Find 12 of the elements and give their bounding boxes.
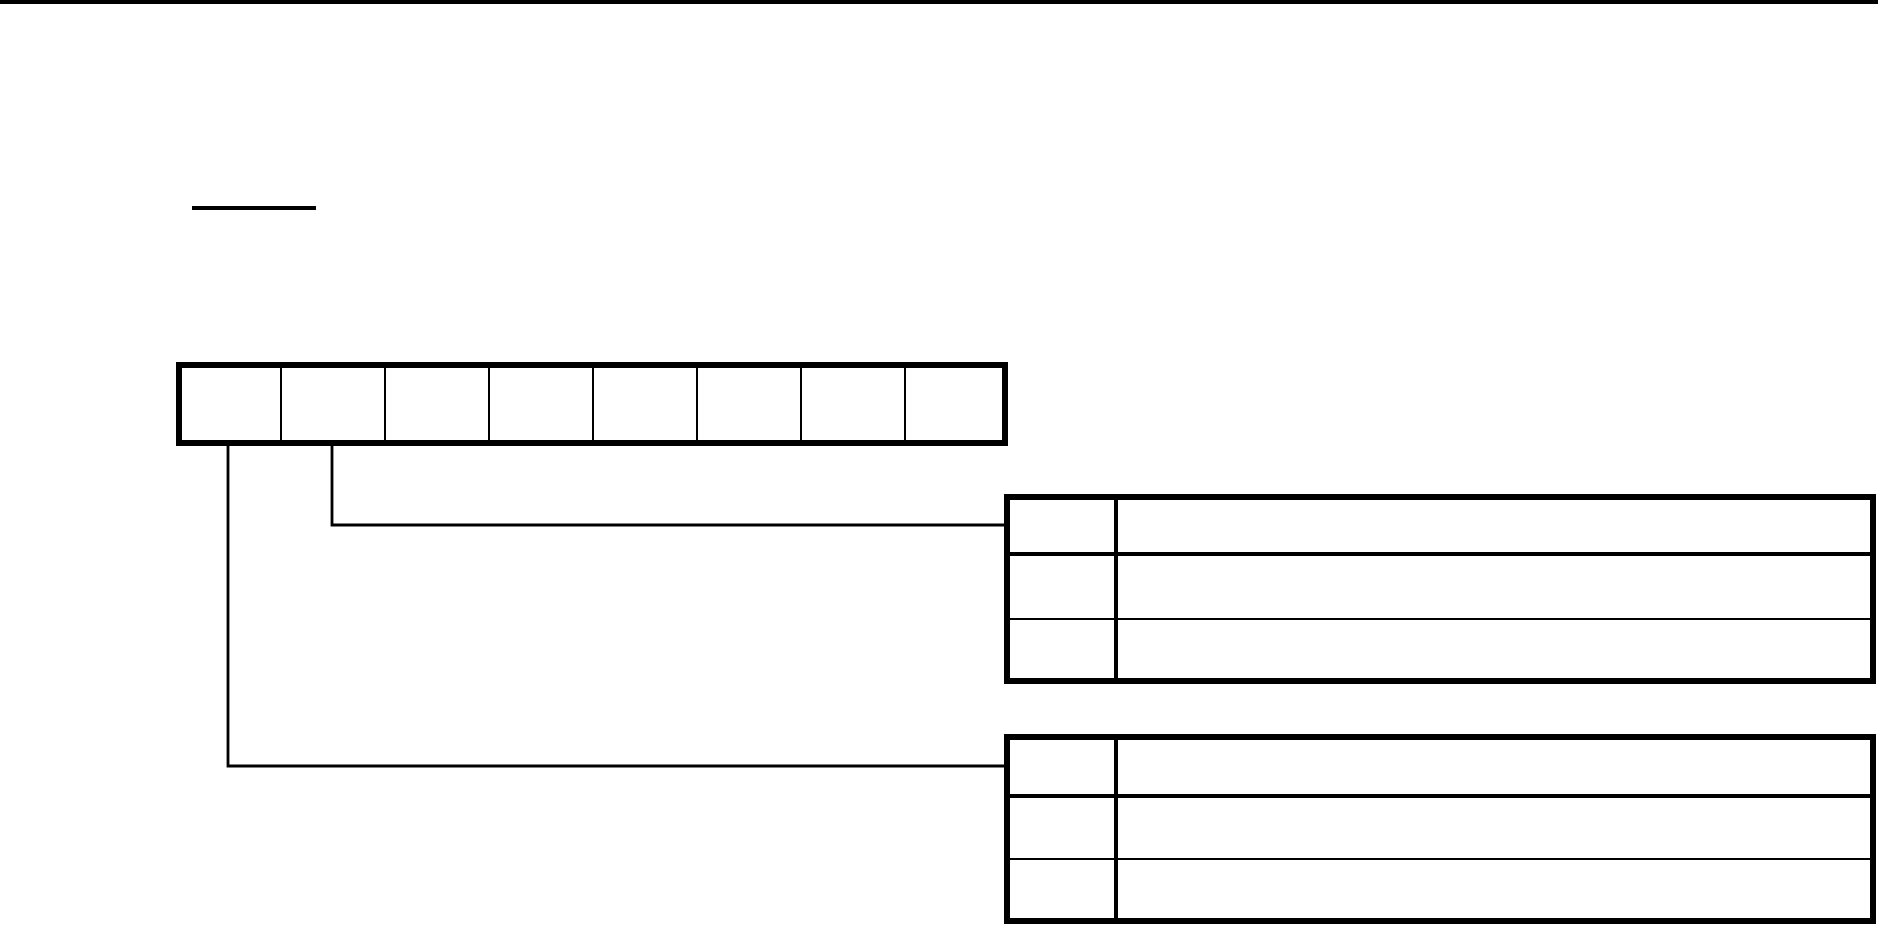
leader-line (226, 446, 1004, 768)
register-bit-cell (800, 362, 904, 446)
register-bit-cell (280, 362, 384, 446)
register-bit-cell (488, 362, 592, 446)
register-bit-cell (176, 362, 280, 446)
register-bit-cell (592, 362, 696, 446)
register-bit-cell (384, 362, 488, 446)
register-bit-cell (904, 362, 1008, 446)
register-bit-cell (696, 362, 800, 446)
bit-value-table (1004, 734, 1876, 924)
bit-value-table (1004, 494, 1876, 684)
leader-line (330, 446, 1004, 527)
